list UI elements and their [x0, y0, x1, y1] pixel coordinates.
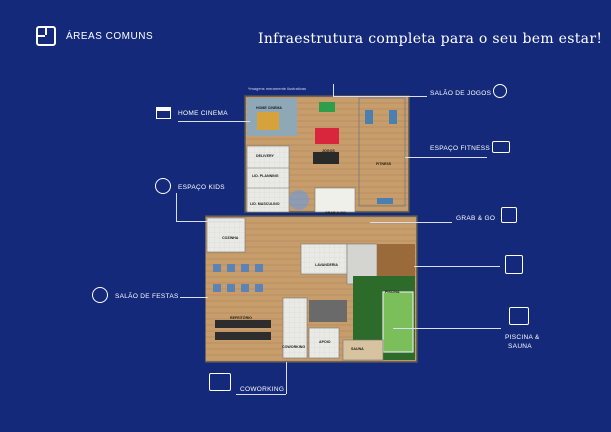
cake-icon — [92, 287, 108, 303]
leader-kids-v — [176, 193, 177, 221]
leader-coworking-v — [286, 362, 287, 394]
floor-plan — [205, 95, 418, 363]
pool — [382, 291, 414, 353]
room-label-coworking: COWORKING — [282, 345, 306, 349]
leader-jogos-h — [333, 96, 427, 97]
callout-espaco-kids: ESPAÇO KIDS — [178, 184, 225, 191]
room-label-refeitorio: REFEITÓRIO — [230, 316, 252, 320]
room-sauna — [342, 339, 384, 361]
clapperboard-icon — [156, 107, 171, 119]
callout-salao-jogos: SALÃO DE JOGOS — [430, 90, 492, 97]
dumbbell-icon — [492, 141, 510, 153]
leader-kids-h — [176, 221, 242, 222]
floorplan-icon — [36, 26, 56, 46]
coworking-icon — [209, 373, 231, 391]
leader-home-cinema — [178, 121, 250, 122]
callout-piscina-line1: PISCINA & — [505, 334, 540, 341]
callout-piscina-line2: SAUNA — [508, 343, 532, 350]
room-coworking — [282, 297, 308, 359]
room-grab-go — [314, 187, 356, 213]
store-icon — [501, 207, 517, 223]
room-label-fitness: FITNESS — [376, 162, 392, 166]
leader-fitness — [405, 157, 487, 158]
room-label-lid-planning: LID. PLANNING — [252, 174, 279, 178]
leader-festas — [180, 297, 208, 298]
room-label-apoio: APOIO — [319, 340, 331, 344]
leader-jogos-v — [333, 84, 334, 96]
leader-piscina — [393, 328, 501, 329]
room-label-lavanderia: LAVANDERIA — [315, 263, 339, 267]
callout-coworking: COWORKING — [240, 386, 285, 393]
room-label-piscina: PISCINA — [385, 290, 400, 294]
room-label-lid-masculino: LID. MASCULINO — [250, 202, 280, 206]
leader-coworking-h — [236, 394, 286, 395]
pool-table — [315, 128, 339, 144]
callout-home-cinema: HOME CINEMA — [178, 110, 228, 117]
leader-laundry — [414, 266, 500, 267]
callout-grab-go: GRAB & GO — [456, 215, 496, 222]
section-title: ÁREAS COMUNS — [66, 31, 154, 42]
page-headline: Infraestrutura completa para o seu bem e… — [258, 31, 603, 47]
callout-espaco-fitness: ESPAÇO FITNESS — [430, 145, 491, 152]
leader-grab-go — [370, 222, 452, 223]
room-label-delivery: DELIVERY — [256, 154, 274, 158]
room-label-cozinha: COZINHA — [222, 236, 239, 240]
room-label-jogos: JOGOS — [322, 149, 335, 153]
room-laundry — [300, 243, 348, 275]
room-label-sauna: SAUNA — [351, 347, 364, 351]
pool-icon — [509, 307, 529, 325]
room-kitchen — [206, 217, 246, 253]
room-label-home-cinema: HOME CINEMA — [256, 106, 282, 110]
washing-machine-icon — [505, 255, 523, 274]
kids-icon — [155, 178, 171, 194]
callout-salao-festas: SALÃO DE FESTAS — [115, 293, 179, 300]
room-label-grab-go: GRAB & GO — [325, 211, 346, 215]
disclaimer: *imagens meramente ilustrativas — [248, 86, 307, 91]
billiard-icon — [493, 84, 507, 98]
deck — [377, 244, 415, 276]
